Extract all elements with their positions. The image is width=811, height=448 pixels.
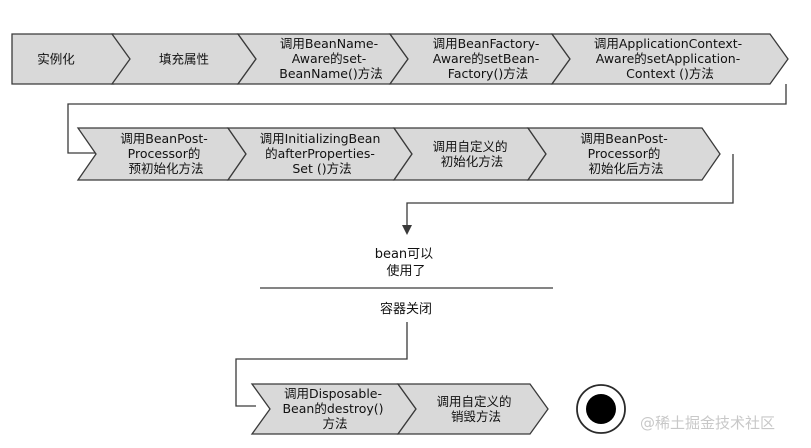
- step-label-line-3: 预初始化方法: [128, 161, 203, 176]
- step-label: 填充属性: [159, 52, 209, 67]
- step-label: 实例化: [37, 52, 75, 67]
- svg-text:调用BeanFactory- Aware的set: 调用BeanFactory- Aware的setBean- Factory()方…: [433, 36, 544, 81]
- bean-ready-line-1: bean可以: [375, 247, 433, 262]
- connector-shutdown-to-row3: [235, 322, 408, 407]
- step-custom-destroy-method: 调用自定义的 销毁方法: [396, 383, 549, 435]
- container-shutdown-text: 容器关闭: [380, 301, 432, 317]
- step-bean-factory-aware: 调用BeanFactory- Aware的setBean- Factory()方…: [388, 33, 571, 85]
- step-label-line-3: Factory()方法: [448, 66, 528, 81]
- step-label-line-2: Aware的setBean-: [433, 51, 539, 66]
- svg-text:调用BeanPost- Processor的: 调用BeanPost- Processor的 初始化后方法: [580, 131, 672, 176]
- connector-row2-to-ready: [402, 154, 734, 235]
- svg-text:调用自定义的 销毁方法: 调用自定义的 销毁方法: [437, 394, 516, 424]
- step-label-line-3: Set ()方法: [292, 161, 351, 176]
- svg-text:调用自定义的 初始化方法: 调用自定义的 初始化方法: [433, 139, 512, 169]
- svg-text:调用BeanPost- Processor的: 调用BeanPost- Processor的 预初始化方法: [120, 131, 212, 176]
- step-label-line-3: Context ()方法: [626, 66, 714, 81]
- step-custom-init-method: 调用自定义的 初始化方法: [392, 127, 547, 181]
- step-label-line-3: 初始化后方法: [588, 161, 663, 176]
- step-label-line-3: BeanName()方法: [279, 66, 382, 81]
- connector-row1-to-row2: [67, 84, 787, 154]
- step-label-line-1: 调用BeanPost-: [580, 131, 668, 146]
- step-label-line-1: 调用自定义的: [437, 394, 512, 409]
- step-label-line-1: 调用InitializingBean: [260, 131, 381, 146]
- step-label-line-1: 调用ApplicationContext-: [594, 36, 742, 51]
- step-label-line-2: Processor的: [588, 146, 661, 161]
- step-initializing-bean: 调用InitializingBean 的afterProperties- Set…: [226, 127, 413, 181]
- step-bean-name-aware: 调用BeanName- Aware的set- BeanName()方法: [236, 33, 409, 85]
- step-label-line-1: 调用自定义的: [433, 139, 508, 154]
- step-label-line-2: 的afterProperties-: [265, 146, 375, 161]
- bean-ready-line-2: 使用了: [386, 263, 425, 279]
- step-instantiate: 实例化: [11, 33, 133, 85]
- step-label-line-1: 调用BeanFactory-: [433, 36, 540, 51]
- step-label-line-3: 方法: [322, 416, 347, 431]
- svg-text:调用ApplicationContext- Aw: 调用ApplicationContext- Aware的setApplicati…: [594, 36, 746, 81]
- svg-text:实例化: 实例化: [37, 52, 75, 67]
- step-label-line-1: 调用Disposable-: [284, 386, 382, 401]
- svg-text:填充属性: 填充属性: [159, 52, 209, 67]
- step-label-line-2: Bean的destroy(): [282, 401, 383, 416]
- bean-ready-text: bean可以 使用了: [375, 247, 438, 279]
- end-state-icon: [576, 384, 626, 434]
- step-application-context-aware: 调用ApplicationContext- Aware的setApplicati…: [550, 33, 789, 85]
- watermark: @稀土掘金技术社区: [640, 414, 776, 432]
- step-label-line-2: Processor的: [128, 146, 201, 161]
- step-label-line-2: Aware的setApplication-: [596, 51, 740, 66]
- svg-text:调用InitializingBean 的afte: 调用InitializingBean 的afterProperties- Set…: [260, 131, 385, 176]
- step-label-line-2: Aware的set-: [292, 51, 367, 66]
- step-label-line-1: 调用BeanName-: [280, 36, 378, 51]
- step-populate-properties: 填充属性: [110, 33, 257, 85]
- step-post-processor-before-init: 调用BeanPost- Processor的 预初始化方法: [76, 127, 247, 181]
- step-label-line-1: 调用BeanPost-: [120, 131, 208, 146]
- svg-text:调用BeanName- Aware的set-: 调用BeanName- Aware的set- BeanName()方法: [279, 36, 382, 81]
- svg-text:调用Disposable- Bean的destr: 调用Disposable- Bean的destroy() 方法: [282, 386, 387, 431]
- step-post-processor-after-init: 调用BeanPost- Processor的 初始化后方法: [526, 127, 721, 181]
- step-disposable-bean-destroy: 调用Disposable- Bean的destroy() 方法: [250, 383, 417, 435]
- step-label-line-2: 销毁方法: [451, 409, 501, 424]
- step-label-line-2: 初始化方法: [441, 154, 504, 169]
